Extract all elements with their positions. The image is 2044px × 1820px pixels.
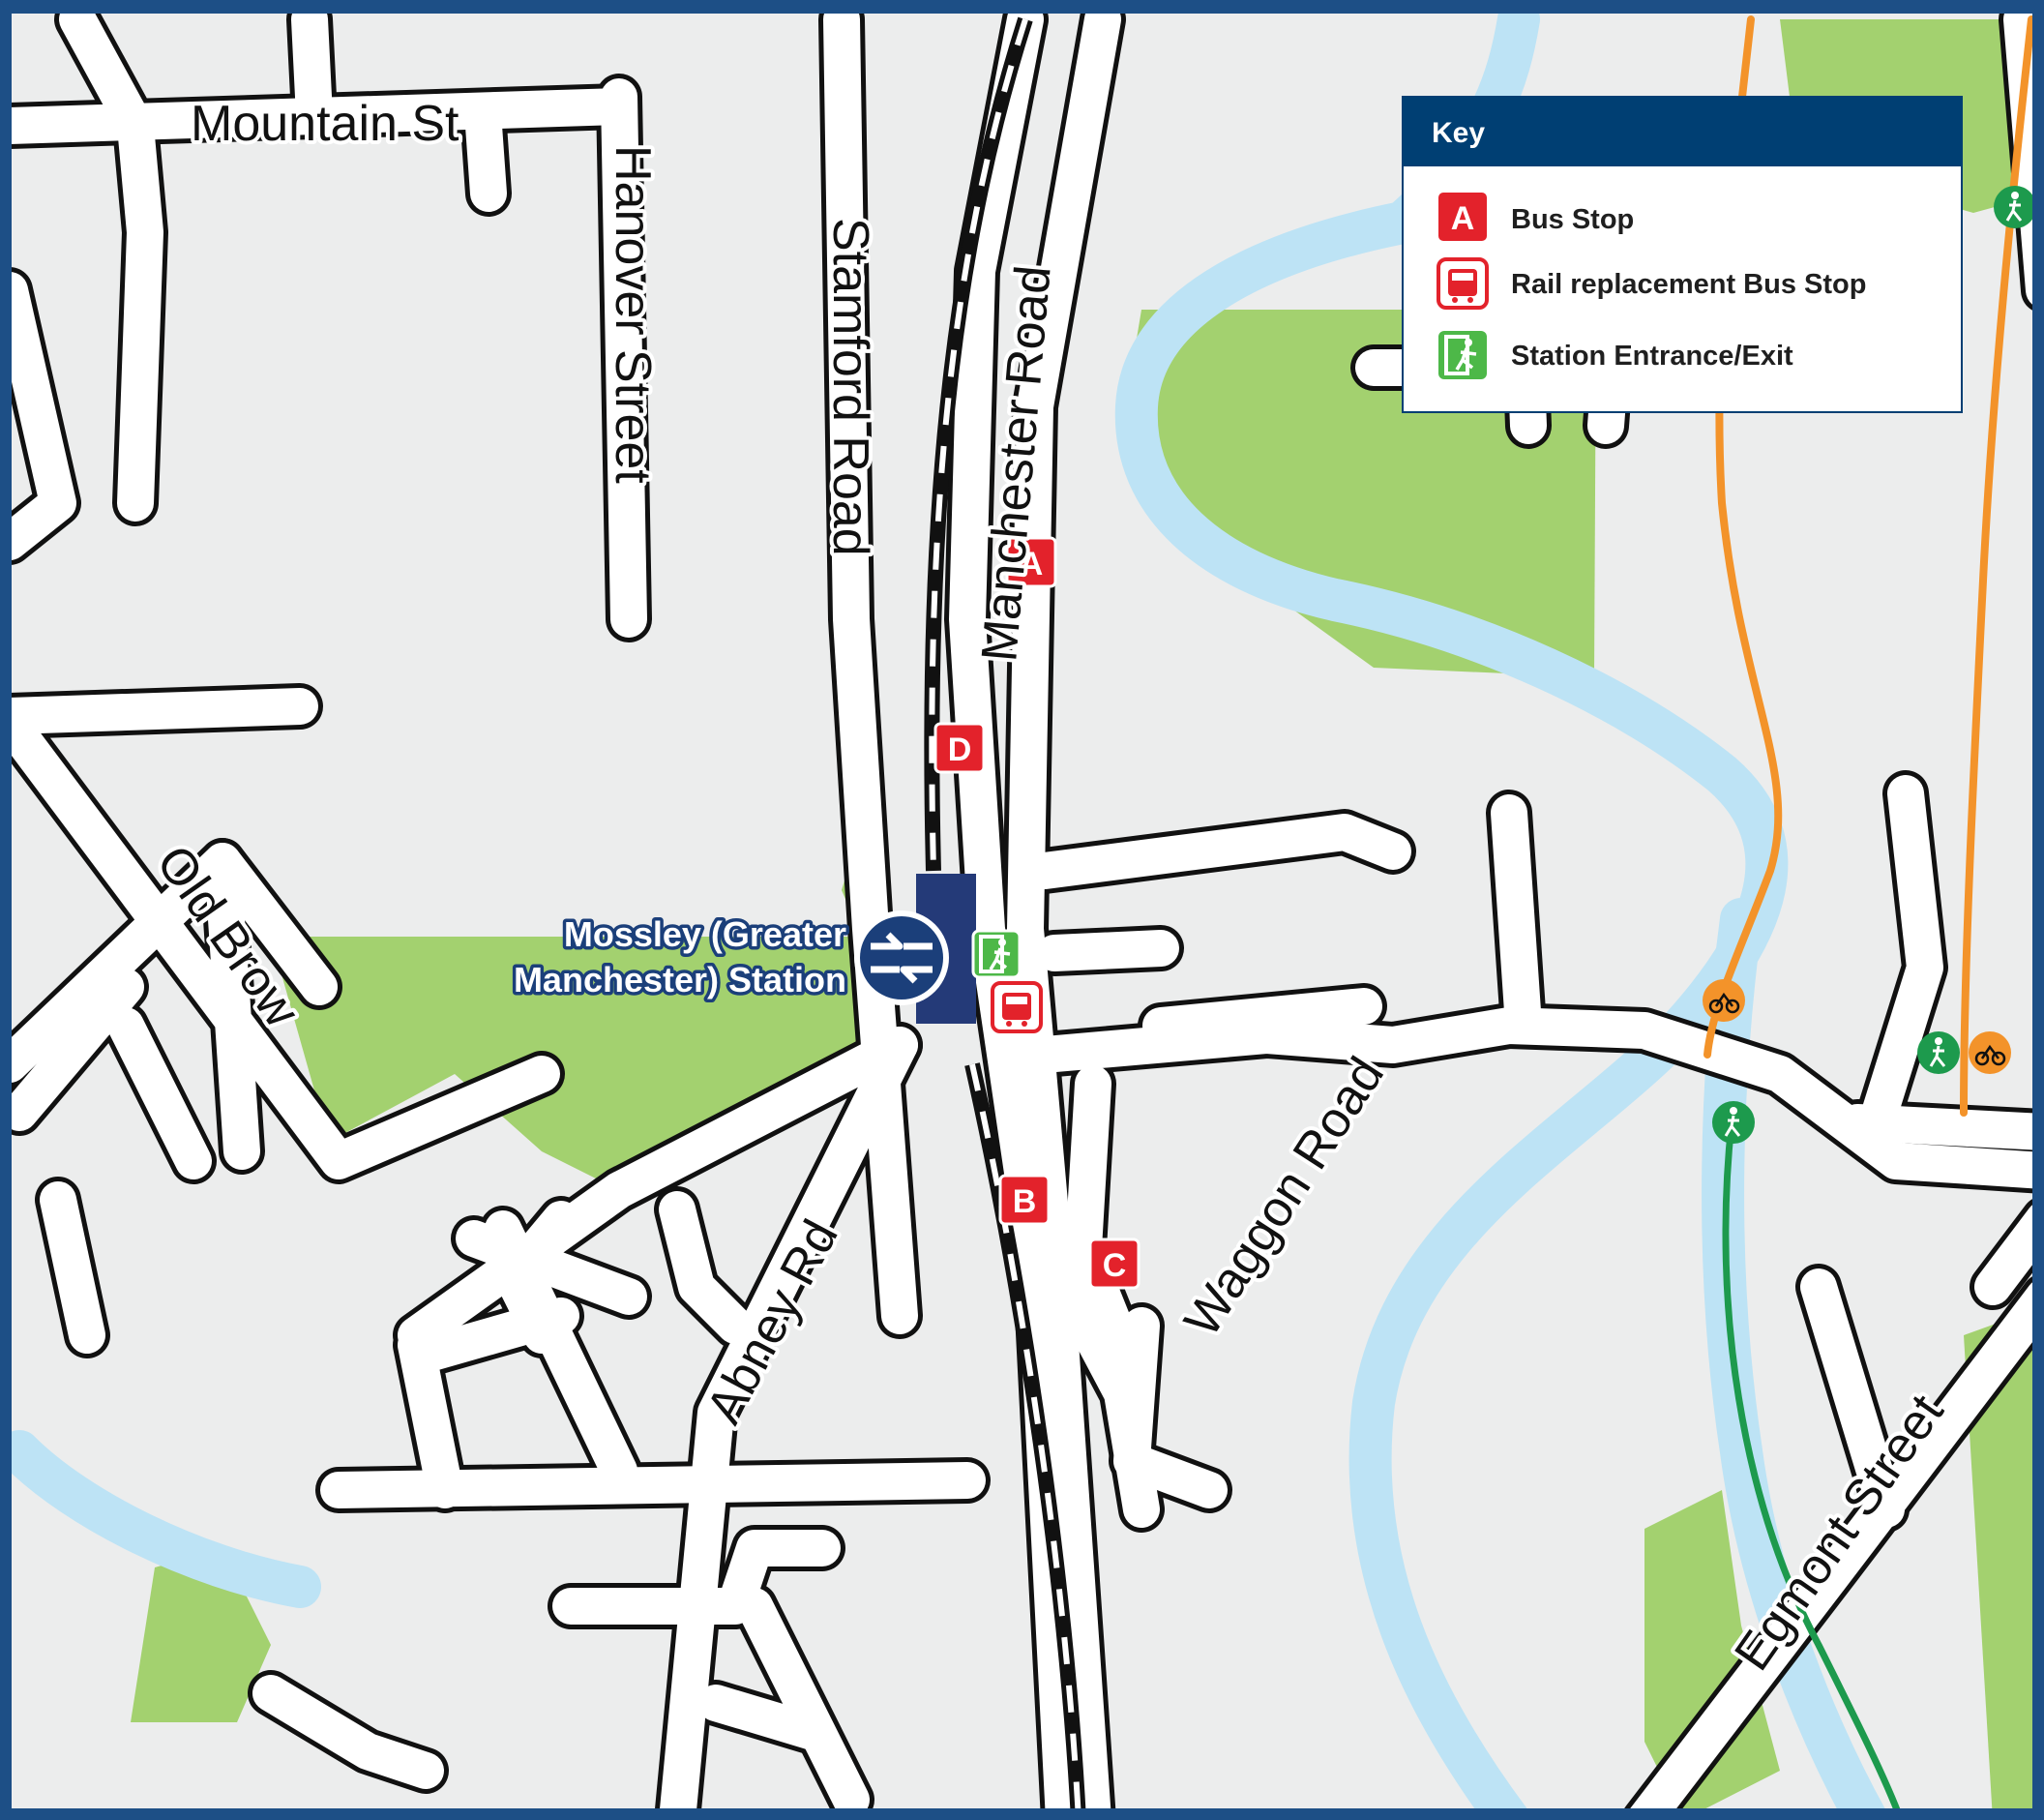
rail-replacement-bus-icon	[1437, 257, 1489, 310]
walking-route	[1722, 1119, 1905, 1820]
walking-route-icon	[1917, 1031, 1960, 1074]
station-entrance-exit-icon[interactable]	[971, 929, 1022, 979]
walking-route-icon	[1712, 1101, 1755, 1144]
cycle-route-icon	[1703, 979, 1745, 1022]
park-bottom-right	[1644, 1490, 1780, 1820]
key-label-station-entrance: Station Entrance/Exit	[1511, 341, 1793, 372]
bus-stop-b-label: B	[1013, 1183, 1037, 1220]
station-entrance-exit-icon	[1438, 331, 1487, 379]
national-rail-logo-icon	[854, 910, 949, 1005]
bus-stop-a[interactable]: A	[1005, 536, 1057, 588]
station-name-line-1: Mossley (Greater	[564, 914, 846, 954]
bus-stop-c-label: C	[1103, 1247, 1127, 1284]
top-bar-right	[1896, 0, 2044, 14]
bus-stop-d[interactable]: D	[933, 722, 986, 774]
street-label-stamford-road: Stamford Road	[822, 218, 878, 556]
station-name-line-2: Manchester) Station	[514, 960, 846, 1000]
key-header	[1403, 97, 1962, 166]
bus-stop-letter-icon: A	[1438, 193, 1487, 241]
top-bar	[0, 0, 1896, 12]
bus-stop-b[interactable]: B	[998, 1174, 1051, 1226]
bus-stop-a-label: A	[1020, 546, 1044, 582]
bus-stop-d-label: D	[948, 731, 972, 768]
walking-route-icon	[1994, 186, 2036, 228]
railway-line	[924, 16, 1086, 1820]
street-label-hanover-street: Hanover Street	[605, 145, 661, 484]
key-label-bus-stop: Bus Stop	[1511, 204, 1634, 235]
key-label-rail-replacement: Rail replacement Bus Stop	[1511, 269, 1866, 300]
rail-replacement-bus-stop-icon[interactable]	[991, 981, 1043, 1033]
street-label-mountain-st: Mountain St	[191, 96, 459, 152]
key-title: Key	[1432, 117, 1485, 149]
cycle-route-icon	[1969, 1031, 2011, 1074]
bus-stop-c[interactable]: C	[1088, 1238, 1140, 1290]
map-key: Key A Bus Stop Rail replacement Bus Stop…	[1402, 96, 1963, 413]
key-bus-stop-icon-letter: A	[1451, 200, 1475, 237]
park-far-right	[1964, 1306, 2044, 1820]
park-central	[271, 818, 900, 1190]
station-label: Mossley (Greater Manchester) Station	[510, 911, 849, 1003]
